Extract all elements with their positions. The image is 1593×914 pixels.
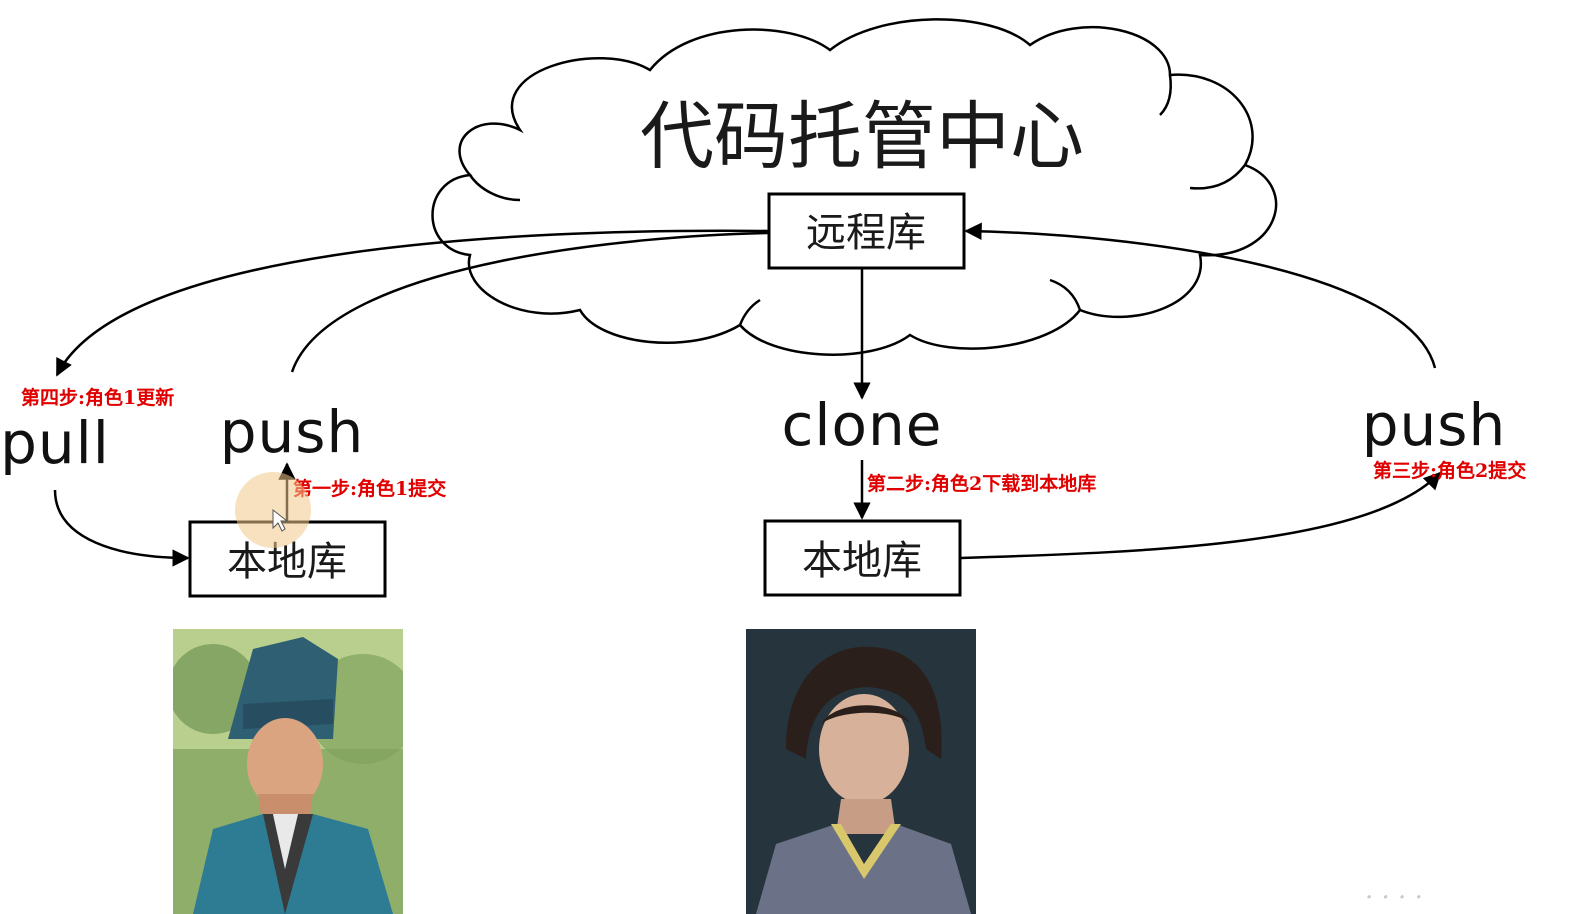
left-local-repo-label: 本地库 — [227, 539, 347, 585]
cloud-inner-arc — [468, 174, 521, 202]
right-local-repo-label: 本地库 — [802, 538, 922, 584]
step4-label: 第四步:角色1更新 — [21, 386, 174, 409]
right-push-label: push — [1362, 391, 1507, 459]
right-push-to-remote-arrow — [964, 222, 1437, 369]
character-1-photo — [173, 629, 403, 914]
cursor-icon — [272, 508, 289, 532]
cloud-inner-arc — [1159, 74, 1172, 116]
remote-repo-label: 远程库 — [806, 210, 926, 256]
svg-text:· · · ·: · · · · — [1365, 883, 1423, 913]
cloud-inner-arc — [1049, 278, 1082, 311]
cloud-shape — [431, 18, 1278, 356]
pull-label: pull — [0, 409, 110, 477]
left-push-label: push — [220, 398, 365, 466]
step1-label: 第一步:角色1提交 — [293, 477, 446, 500]
pull-arrow — [55, 229, 769, 377]
pull-to-local-arrow — [53, 489, 190, 567]
remote-repo-box — [767, 192, 966, 270]
clone-label: clone — [782, 391, 943, 459]
cloud-inner-arc — [1189, 164, 1246, 190]
watermark: · · · · — [1365, 883, 1423, 913]
cloud-inner-arc — [738, 298, 761, 326]
cloud-title: 代码托管中心 — [640, 94, 1084, 180]
right-local-to-push-arrow — [960, 471, 1442, 560]
step3-label: 第三步:角色2提交 — [1373, 459, 1526, 482]
right-local-repo-box — [763, 519, 962, 597]
character-2-photo — [746, 629, 976, 914]
step2-label: 第二步:角色2下载到本地库 — [867, 472, 1096, 495]
left-push-arc — [290, 231, 769, 373]
